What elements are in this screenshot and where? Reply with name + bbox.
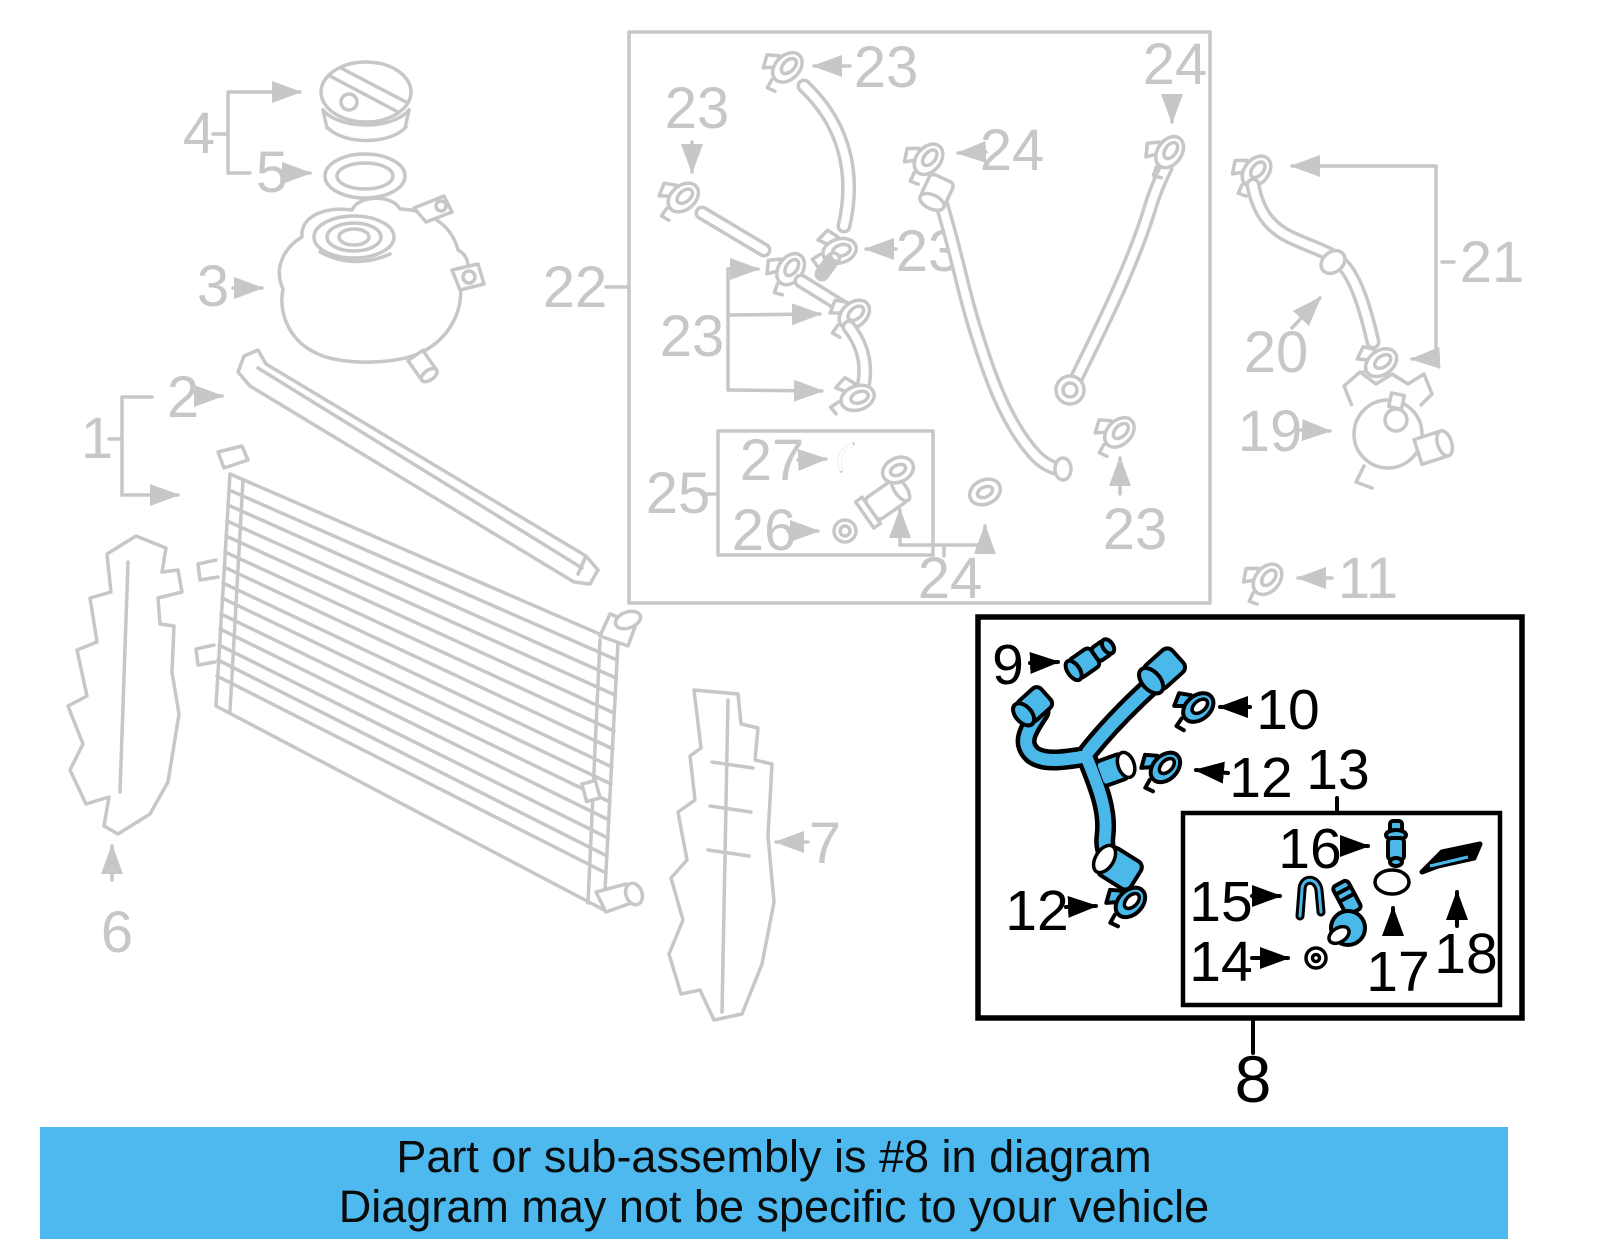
connector-stub [814, 252, 840, 282]
hose-fitting-part [1063, 637, 1117, 683]
callout-24-a-arrow [956, 141, 988, 163]
hose-clamp [828, 374, 882, 420]
cap-seal-part [323, 152, 407, 200]
callout-8: 8 [1235, 1042, 1272, 1116]
banner-line-2: Diagram may not be specific to your vehi… [339, 1181, 1209, 1232]
hose-clamp [1086, 405, 1147, 461]
coolant-hose-a-fitting [918, 172, 955, 213]
heater-hose-core [1249, 181, 1377, 346]
callout-23-a: 23 [665, 76, 730, 141]
water-hose-assembly-part [1011, 646, 1188, 892]
heater-hose [1245, 177, 1381, 350]
coolant-hose-b-core [1070, 164, 1170, 387]
callout-4-bracket [226, 90, 252, 175]
spring-clip-part [1419, 841, 1483, 875]
right-air-baffle-part [667, 688, 776, 1022]
callout-10: 10 [1256, 678, 1319, 742]
callout-2: 2 [167, 365, 199, 430]
callout-24-b: 24 [1143, 32, 1208, 97]
callout-20-arrow [1290, 296, 1322, 330]
callout-14: 14 [1189, 930, 1252, 994]
hose-group-box [627, 30, 1212, 605]
callout-15: 15 [1189, 870, 1252, 934]
callout-12-b: 12 [1005, 879, 1068, 943]
reservoir-cap-part [319, 60, 413, 143]
vent-hose-core [800, 82, 853, 230]
callout-4: 4 [183, 101, 215, 166]
callout-5: 5 [256, 140, 288, 205]
callout-19-arrow [1298, 419, 1332, 442]
callout-6: 6 [101, 900, 133, 965]
heater-hose-ring [1319, 248, 1347, 276]
callout-27: 27 [740, 428, 805, 493]
elbow-hose-core [845, 323, 869, 391]
callout-21-arrow2 [1410, 346, 1441, 369]
coolant-hose-a-core [937, 198, 1065, 473]
coolant-hose-b-ring-inner [1061, 381, 1079, 399]
callout-3: 3 [197, 254, 229, 319]
callout-12-a-arrow [1194, 761, 1230, 784]
info-banner [40, 1127, 1508, 1239]
radiator-part [194, 444, 645, 914]
o-ring-part-inner [1310, 952, 1322, 964]
callout-20: 20 [1244, 320, 1309, 385]
callout-23-bracket-arrow2 [726, 303, 822, 326]
seal-ring-inner [838, 524, 852, 538]
bleeder-valve-part [1384, 819, 1408, 868]
banner-line-1: Part or sub-assembly is #8 in diagram [396, 1131, 1151, 1182]
coolant-hose-a-endcap [1053, 456, 1073, 482]
callout-25: 25 [646, 461, 711, 526]
valve-kit-box [716, 429, 935, 557]
expansion-tank-part [277, 194, 486, 384]
callout-23-b: 23 [854, 35, 919, 100]
small-hose-core [698, 209, 768, 254]
callout-17: 17 [1366, 940, 1429, 1004]
callout-21: 21 [1460, 230, 1525, 295]
elbow-fitting-part [1327, 878, 1367, 947]
radiator-fins [215, 488, 619, 875]
callout-24-c-bracket [898, 543, 987, 558]
left-air-baffle-part [66, 534, 184, 836]
callout-27-arrow [796, 449, 828, 471]
callout-22: 22 [543, 255, 608, 320]
callout-23-d: 23 [1103, 497, 1168, 562]
callout-12-b-arrow [1064, 895, 1098, 918]
callout-18: 18 [1434, 922, 1497, 986]
seal-rings-24 [880, 455, 1003, 507]
callout-12-a: 12 [1229, 746, 1292, 810]
callout-16: 16 [1278, 817, 1341, 881]
callout-24-a: 24 [980, 118, 1045, 183]
callout-7: 7 [809, 811, 841, 876]
callout-9-arrow [1028, 652, 1060, 674]
hose-clamp [1234, 551, 1296, 609]
callout-9: 9 [992, 633, 1024, 697]
callout-23-bracket-arrow3 [726, 379, 824, 402]
auxiliary-pump-part [1342, 370, 1455, 490]
connector-stub-cap [828, 251, 842, 263]
seal-ring-part [1373, 868, 1411, 896]
retaining-clip-part [1295, 875, 1326, 921]
radiator-support-strip-part [236, 348, 600, 586]
callout-13: 13 [1306, 738, 1369, 802]
callout-1-bracket [120, 395, 154, 497]
callout-11: 11 [1338, 546, 1398, 611]
retainer-clip-line [838, 442, 854, 472]
callout-23-bracket: 23 [660, 304, 725, 369]
callout-19: 19 [1238, 399, 1303, 464]
callout-26: 26 [732, 498, 797, 563]
callout-24-c: 24 [918, 546, 983, 611]
coolant-hose-a [933, 194, 1069, 477]
